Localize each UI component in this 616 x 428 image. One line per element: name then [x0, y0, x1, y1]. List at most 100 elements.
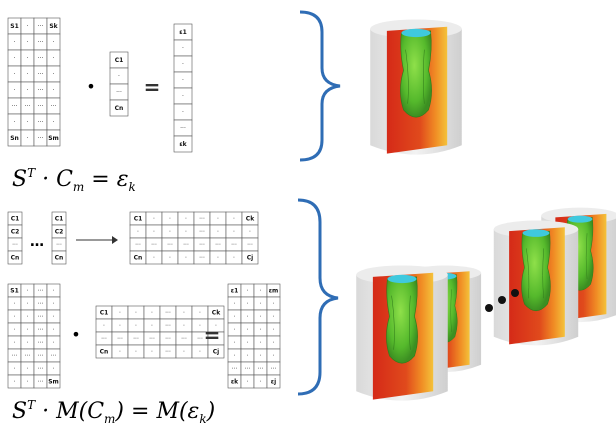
matrix-cell: ···: [38, 366, 44, 373]
matrix-c-concatenated: C1········Ck····························…: [129, 211, 259, 265]
matrix-cell: ·: [273, 340, 275, 347]
matrix-cell: ·: [183, 323, 185, 330]
matrix-cell: ···: [215, 242, 221, 249]
matrix-cell: ·: [14, 366, 16, 373]
matrix-cell: ···: [258, 366, 264, 373]
matrix-cell: ···: [165, 349, 171, 356]
matrix-cell: ·: [14, 119, 16, 126]
matrix-cell: ·: [53, 71, 55, 78]
matrix-cell: ·: [169, 255, 171, 262]
matrix-cell: ·: [53, 55, 55, 62]
matrix-cell: ·: [260, 314, 262, 321]
matrix-cell: ·: [182, 61, 184, 68]
sample-render-stack-1: [355, 264, 449, 402]
matrix-cell: ···: [135, 242, 141, 249]
matrix-cell: ·: [260, 301, 262, 308]
matrix-cell: Cn: [11, 255, 20, 262]
equals-bottom: =: [204, 323, 221, 347]
matrix-cell: ·: [27, 288, 29, 295]
matrix-cell: Cn: [134, 255, 143, 262]
matrix-cell: ·: [234, 340, 236, 347]
matrix-cell: ···: [38, 340, 44, 347]
matrix-cell: ·: [14, 314, 16, 321]
matrix-cell: ·: [199, 310, 201, 317]
matrix-cell: Ck: [246, 216, 255, 223]
matrix-cell: C1: [11, 216, 20, 223]
matrix-cell: ···: [199, 216, 205, 223]
matrix-cell: ···: [232, 366, 238, 373]
matrix-cell: ···: [12, 242, 18, 249]
matrix-cell: ·: [247, 379, 249, 386]
equals-top: =: [144, 75, 161, 99]
matrix-cell: ···: [38, 55, 44, 62]
matrix-cell: ···: [245, 366, 251, 373]
matrix-cell: ·: [27, 119, 29, 126]
matrix-cell: ·: [119, 310, 121, 317]
matrix-cell: ·: [27, 87, 29, 94]
matrix-cell: ·: [119, 323, 121, 330]
dot-operator-top: •: [86, 77, 95, 96]
matrix-cell: ···: [116, 89, 122, 96]
matrix-cell: C1: [55, 216, 64, 223]
matrix-cell: ·: [247, 288, 249, 295]
matrix-cell: ·: [14, 301, 16, 308]
matrix-cell: Cn: [115, 105, 124, 112]
matrix-cell: ·: [233, 229, 235, 236]
matrix-cell: ·: [217, 216, 219, 223]
matrix-cell: C1: [134, 216, 143, 223]
matrix-s-top: S1····Sk································…: [7, 17, 61, 147]
matrix-cell: ·: [53, 87, 55, 94]
equation-bottom: ST · M(Cm) = M(εk): [12, 398, 215, 426]
matrix-cell-frame: [173, 135, 193, 153]
matrix-cell: ···: [25, 103, 31, 110]
matrix-cell: ·: [27, 55, 29, 62]
matrix-cell: ·: [14, 340, 16, 347]
matrix-cell-frame: [46, 129, 61, 147]
matrix-cell: ·: [273, 327, 275, 334]
matrix-cell: ·: [247, 353, 249, 360]
matrix-cell: Cj: [247, 255, 253, 262]
matrix-cell: ·: [151, 323, 153, 330]
matrix-cell: ···: [165, 336, 171, 343]
matrix-cell: ···: [199, 255, 205, 262]
matrix-cell: ···: [38, 327, 44, 334]
ellipsis-columns: …: [30, 234, 44, 250]
matrix-cell: ·: [234, 327, 236, 334]
matrix-cell-frame: [46, 374, 61, 389]
matrix-cell: ·: [27, 301, 29, 308]
matrix-cell: ···: [165, 323, 171, 330]
matrix-cell: ·: [183, 349, 185, 356]
matrix-cell: ···: [38, 288, 44, 295]
matrix-cell: ·: [247, 314, 249, 321]
matrix-cell-frame: [266, 374, 281, 389]
matrix-cell-frame: [7, 250, 23, 265]
matrix-cell: ·: [153, 216, 155, 223]
matrix-cell: ε1: [179, 29, 187, 36]
matrix-cell: ·: [53, 39, 55, 46]
matrix-cell: C1: [100, 310, 109, 317]
matrix-cell: ···: [101, 336, 107, 343]
matrix-cell: C2: [11, 229, 20, 236]
matrix-cell: ···: [38, 353, 44, 360]
matrix-cell: εk: [179, 141, 187, 148]
concat-arrow: [76, 236, 118, 244]
matrix-cell-frame: [241, 250, 259, 265]
matrix-cell: ·: [185, 255, 187, 262]
matrix-cell: ·: [53, 301, 55, 308]
matrix-cell: ·: [169, 216, 171, 223]
matrix-cell: ·: [185, 216, 187, 223]
matrix-cell: εm: [269, 288, 279, 295]
matrix-cell: ·: [27, 340, 29, 347]
matrix-cell: ·: [233, 255, 235, 262]
matrix-cell: ·: [135, 349, 137, 356]
matrix-cell: ·: [185, 229, 187, 236]
matrix-cell: ·: [27, 379, 29, 386]
matrix-cell: ···: [213, 336, 219, 343]
matrix-cell: ···: [151, 242, 157, 249]
matrix-cell: ·: [27, 39, 29, 46]
matrix-cell: ···: [199, 242, 205, 249]
matrix-cell: ·: [273, 301, 275, 308]
matrix-cell: ·: [260, 379, 262, 386]
